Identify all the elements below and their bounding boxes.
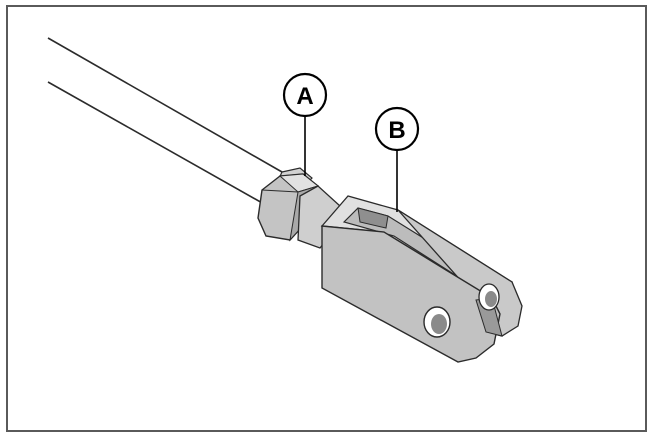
callout-b-label: B bbox=[388, 117, 405, 144]
clevis bbox=[320, 195, 523, 363]
callout-b: B bbox=[374, 106, 420, 212]
callout-a-label: A bbox=[296, 83, 313, 110]
control-rod bbox=[47, 37, 283, 205]
callout-a: A bbox=[282, 72, 328, 176]
